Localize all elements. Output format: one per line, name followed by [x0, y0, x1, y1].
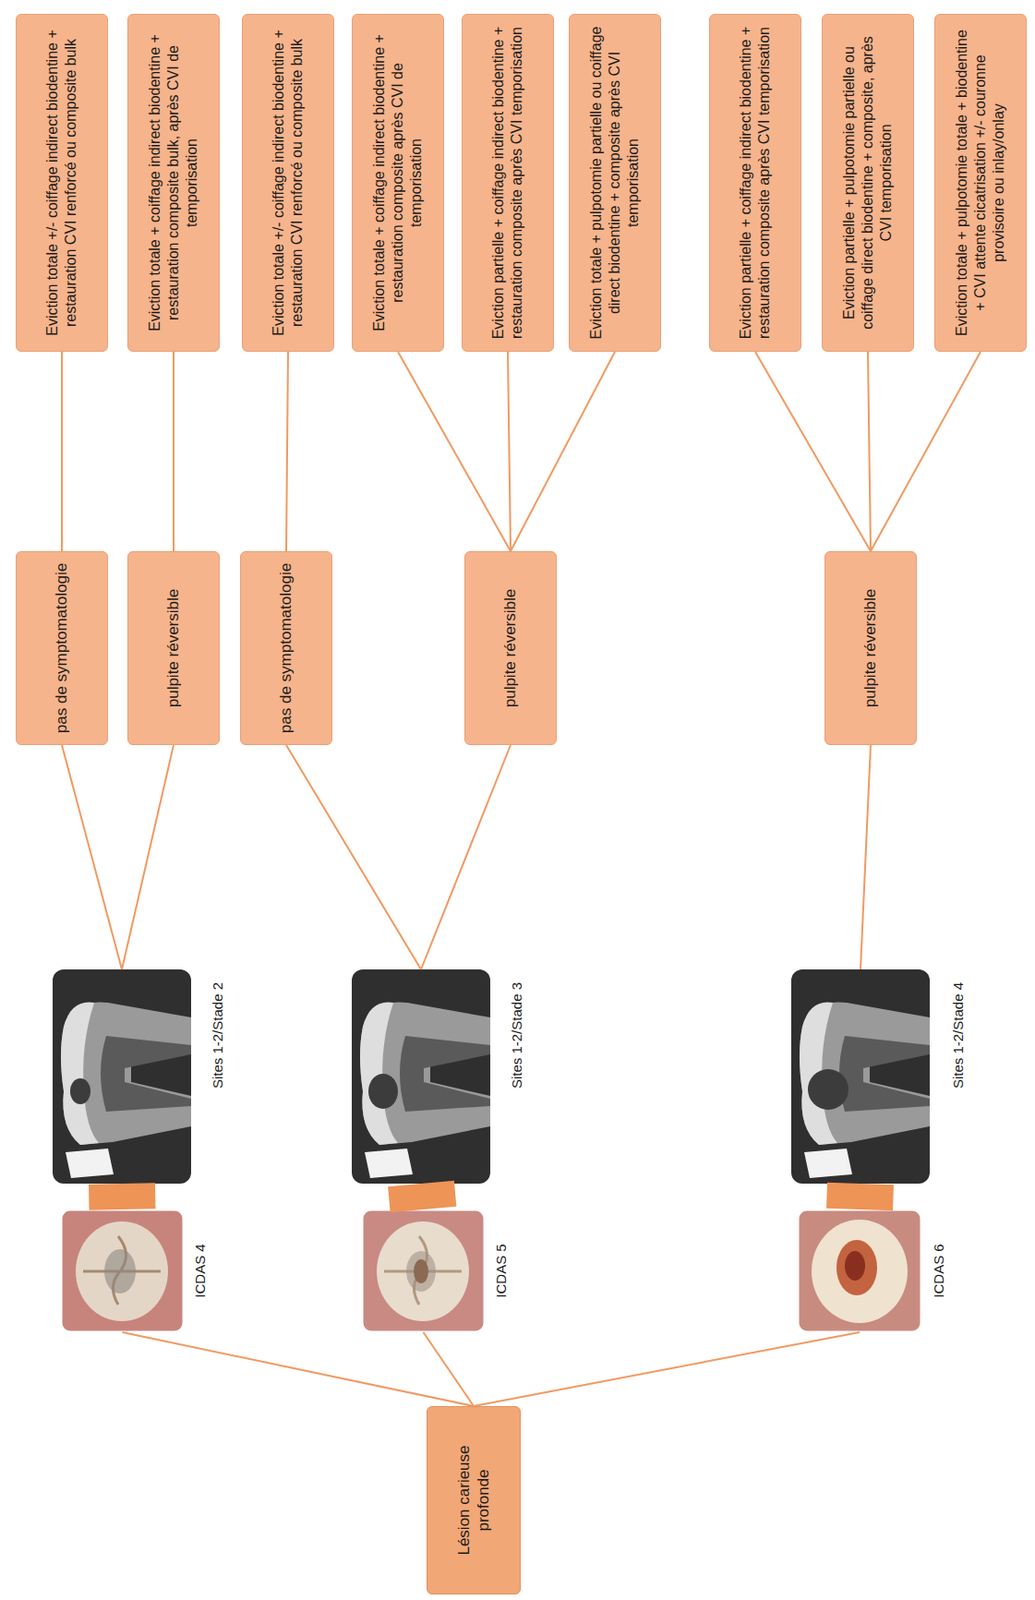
photo-label: ICDAS 4	[192, 1209, 208, 1333]
symptom-box: pulpite réversible	[464, 551, 557, 746]
symptom-box: pulpite réversible	[127, 551, 220, 746]
box-text: Eviction totale + pulpotomie partielle o…	[587, 24, 643, 342]
box-text: Eviction partielle + pulpotomie partiell…	[840, 24, 896, 342]
connector-line	[755, 351, 871, 552]
clinical-photo-node: ICDAS 4	[60, 1209, 184, 1333]
connector-line	[421, 745, 511, 970]
tooth-crown	[811, 1219, 908, 1324]
symptom-box: pas de symptomatologie	[15, 551, 109, 746]
photo-label: ICDAS 5	[493, 1209, 509, 1333]
clinical-photo-node: ICDAS 5	[361, 1209, 485, 1333]
connector-line	[423, 1332, 475, 1407]
carious-lesion	[807, 1069, 849, 1110]
photo-frame	[361, 1209, 485, 1333]
box-text: pulpite réversible	[500, 589, 520, 709]
radiograph-node: Sites 1-2/Stade 3	[351, 969, 491, 1184]
radiograph-node: Sites 1-2/Stade 2	[52, 969, 192, 1184]
tooth-crown	[376, 1221, 470, 1322]
box-text: Eviction totale + pulpotomie totale + bi…	[952, 24, 1009, 342]
tooth-fissure	[83, 1236, 161, 1305]
treatment-box: Eviction partielle + coiffage indirect b…	[461, 13, 554, 352]
radiograph-label: Sites 1-2/Stade 4	[950, 969, 966, 1184]
connector-line	[397, 351, 511, 552]
connector-line	[870, 351, 981, 552]
treatment-box: Eviction totale + pulpotomie totale + bi…	[934, 13, 1027, 352]
box-text: Eviction partielle + coiffage indirect b…	[736, 24, 774, 342]
treatment-box: Eviction totale + pulpotomie partielle o…	[568, 13, 662, 352]
photo-label: ICDAS 6	[930, 1209, 947, 1333]
box-text: Eviction partielle + coiffage indirect b…	[489, 24, 527, 342]
restoration	[364, 1148, 413, 1179]
radiograph-label: Sites 1-2/Stade 2	[209, 969, 226, 1184]
connector-line	[61, 745, 122, 970]
radiograph-ground	[791, 969, 930, 1184]
radiograph	[791, 969, 930, 1184]
lesion-cavity	[836, 1239, 878, 1296]
pulp	[100, 1035, 192, 1112]
tooth	[360, 1002, 491, 1145]
box-text: pas de symptomatologie	[51, 563, 72, 734]
connector-line	[121, 745, 174, 970]
tooth-crown	[75, 1221, 169, 1322]
restoration	[804, 1148, 853, 1179]
enamel	[360, 1002, 398, 1145]
tooth	[60, 1002, 192, 1145]
treatment-box: Eviction totale +/- coiffage indirect bi…	[15, 13, 109, 352]
box-text: pulpite réversible	[163, 589, 183, 709]
connector-bar	[88, 1183, 157, 1210]
treatment-box: Eviction partielle + pulpotomie partiell…	[821, 13, 915, 352]
lesion-shadow	[104, 1249, 136, 1294]
box-text: Eviction totale + coiffage indirect biod…	[145, 24, 202, 342]
box-text: Eviction totale +/- coiffage indirect bi…	[269, 24, 307, 342]
enamel	[60, 1002, 99, 1145]
connector-line	[122, 1332, 475, 1407]
treatment-box: Eviction partielle + coiffage indirect b…	[709, 13, 802, 352]
connector-bar	[859, 1183, 861, 1210]
photo-frame	[797, 1209, 922, 1333]
radiograph-node: Sites 1-2/Stade 4	[791, 969, 930, 1184]
radiograph	[351, 969, 491, 1184]
connector-line	[172, 351, 175, 552]
pulp	[839, 1035, 930, 1112]
connector-line	[510, 351, 615, 552]
carious-lesion	[368, 1073, 398, 1109]
symptom-box: pas de symptomatologie	[240, 551, 333, 746]
box-text: Lésion carieuse profonde	[454, 1416, 494, 1585]
clinical-photo-node: ICDAS 6	[797, 1209, 922, 1333]
connector-line	[867, 351, 871, 552]
symptom-box: pulpite réversible	[824, 551, 917, 746]
box-text: Eviction totale + coiffage indirect biod…	[370, 24, 426, 342]
connector-line	[507, 351, 511, 552]
treatment-box: Eviction totale + coiffage indirect biod…	[351, 13, 445, 352]
connector-bar	[421, 1183, 424, 1210]
lesion-cavity	[844, 1251, 866, 1281]
photo-frame	[60, 1209, 184, 1333]
restoration	[65, 1148, 114, 1179]
occlusal-photo	[797, 1209, 922, 1333]
radiograph-ground	[351, 969, 491, 1184]
box-text: Eviction totale +/- coiffage indirect bi…	[43, 24, 81, 342]
box-text: pas de symptomatologie	[276, 563, 296, 734]
pulp	[399, 1035, 491, 1112]
occlusal-photo	[361, 1209, 485, 1333]
connector-line	[286, 351, 289, 552]
radiograph-label: Sites 1-2/Stade 3	[508, 969, 525, 1184]
treatment-box: Eviction totale +/- coiffage indirect bi…	[241, 13, 335, 352]
connector-line	[286, 745, 422, 970]
tooth	[799, 1002, 930, 1145]
tooth-fissure	[384, 1236, 462, 1305]
box-text: pulpite réversible	[860, 589, 880, 709]
connector-line	[473, 1332, 860, 1407]
connector-line	[60, 351, 63, 552]
lesion-cavity	[413, 1259, 429, 1284]
lesion-shadow	[406, 1251, 436, 1292]
occlusal-photo	[60, 1209, 184, 1333]
root-box: Lésion carieuse profonde	[426, 1406, 521, 1595]
treatment-box: Eviction totale + coiffage indirect biod…	[127, 13, 220, 352]
radiograph	[52, 969, 192, 1184]
carious-lesion	[70, 1078, 91, 1105]
connector-line	[860, 745, 871, 970]
radiograph-ground	[52, 969, 192, 1184]
